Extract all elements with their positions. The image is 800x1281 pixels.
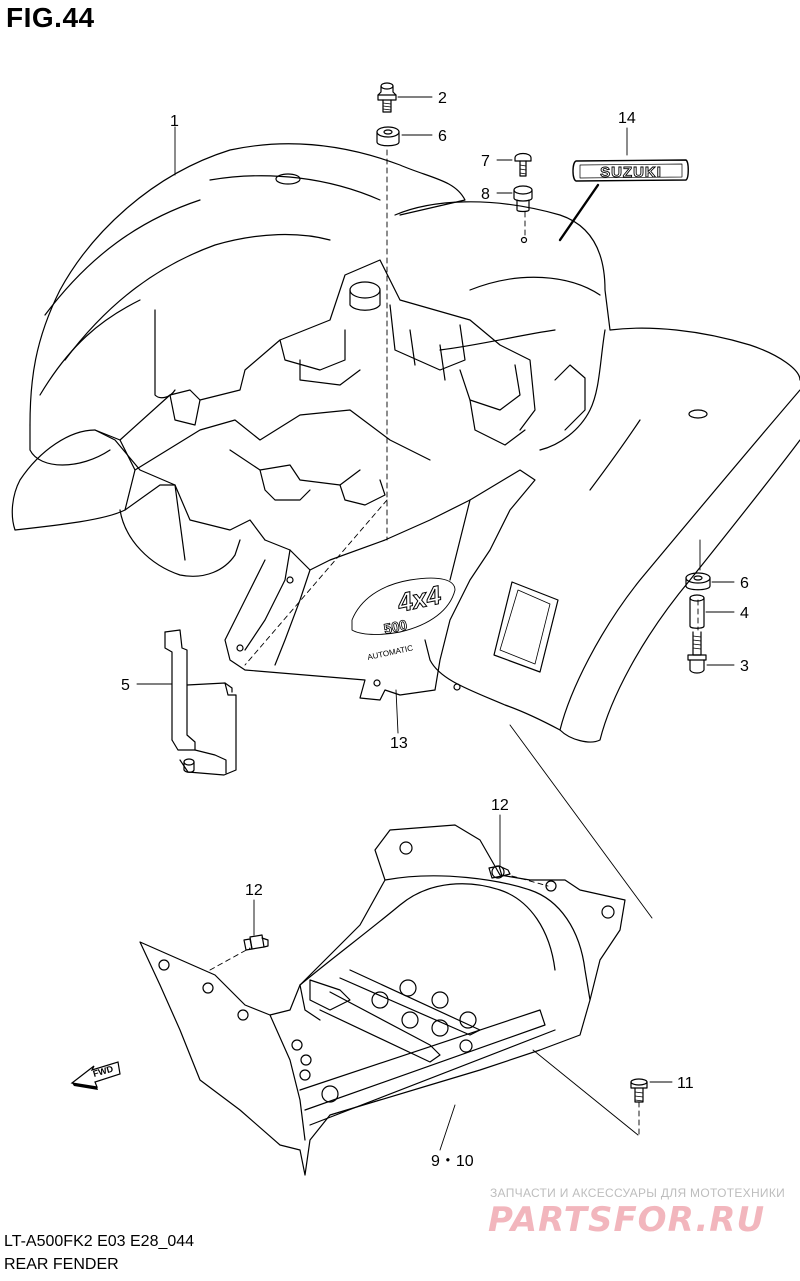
part-8-nut bbox=[513, 185, 533, 213]
watermark-logo: PARTSFOR.RU bbox=[488, 1200, 766, 1240]
part-13-rear-panel bbox=[224, 469, 536, 701]
part-6-grommet-top bbox=[376, 126, 400, 147]
fwd-arrow-icon: FWD bbox=[70, 1061, 121, 1090]
footer-model-code: LT-A500FK2 E03 E28_044 bbox=[4, 1233, 195, 1250]
callout-12-left: 12 bbox=[245, 882, 263, 899]
fender-inner-tray bbox=[119, 259, 536, 506]
callout-11: 11 bbox=[677, 1075, 694, 1092]
license-plate-mount bbox=[493, 581, 559, 673]
callout-14: 14 bbox=[618, 110, 636, 127]
callout-12-right: 12 bbox=[491, 797, 509, 814]
badge-4x4-text: 4x4 bbox=[394, 579, 444, 618]
license-plate-inner bbox=[499, 589, 551, 665]
callout-7: 7 bbox=[481, 153, 490, 170]
assembly-dashed-lines bbox=[209, 149, 699, 1136]
figure-title: FIG.44 bbox=[6, 2, 95, 33]
part-14-suzuki-emblem bbox=[572, 159, 689, 182]
watermark-tagline: ЗАПЧАСТИ И АКСЕССУАРЫ ДЛЯ МОТОТЕХНИКИ bbox=[490, 1186, 786, 1200]
callout-4: 4 bbox=[740, 605, 749, 622]
part-5-bracket bbox=[164, 629, 237, 776]
callout-8: 8 bbox=[481, 186, 490, 203]
part-1-rear-fender bbox=[11, 143, 800, 743]
callout-9-10: 9・10 bbox=[431, 1153, 474, 1170]
callout-1: 1 bbox=[170, 113, 179, 130]
callout-6-top: 6 bbox=[438, 128, 447, 145]
callout-3: 3 bbox=[740, 658, 749, 675]
part-2-bolt bbox=[377, 82, 397, 113]
callout-2: 2 bbox=[438, 90, 447, 107]
nut-hole bbox=[520, 236, 528, 244]
leader-lines bbox=[136, 96, 735, 1151]
callout-5: 5 bbox=[121, 677, 130, 694]
callout-6-right: 6 bbox=[740, 575, 749, 592]
callout-13: 13 bbox=[390, 735, 408, 752]
badge-500-text: 500 bbox=[382, 616, 408, 637]
part-3-bolt bbox=[687, 631, 707, 674]
badge-automatic-text: AUTOMATIC bbox=[367, 643, 414, 661]
part-12-bolt-right bbox=[488, 865, 511, 879]
fender-left-pocket bbox=[94, 429, 266, 577]
footer-section-name: REAR FENDER bbox=[4, 1256, 119, 1273]
badge-4x4-decal bbox=[351, 577, 456, 635]
part-7-screw bbox=[514, 152, 532, 177]
part-6-grommet-right bbox=[685, 572, 711, 591]
bolt-hole-right bbox=[545, 880, 557, 892]
part-9-10-footrest bbox=[139, 824, 626, 1176]
part-12-bolt-left bbox=[243, 934, 269, 951]
part-4-collar bbox=[689, 594, 705, 629]
emblem-brand-text: SUZUKI bbox=[600, 164, 662, 181]
part-11-screw bbox=[630, 1078, 648, 1103]
